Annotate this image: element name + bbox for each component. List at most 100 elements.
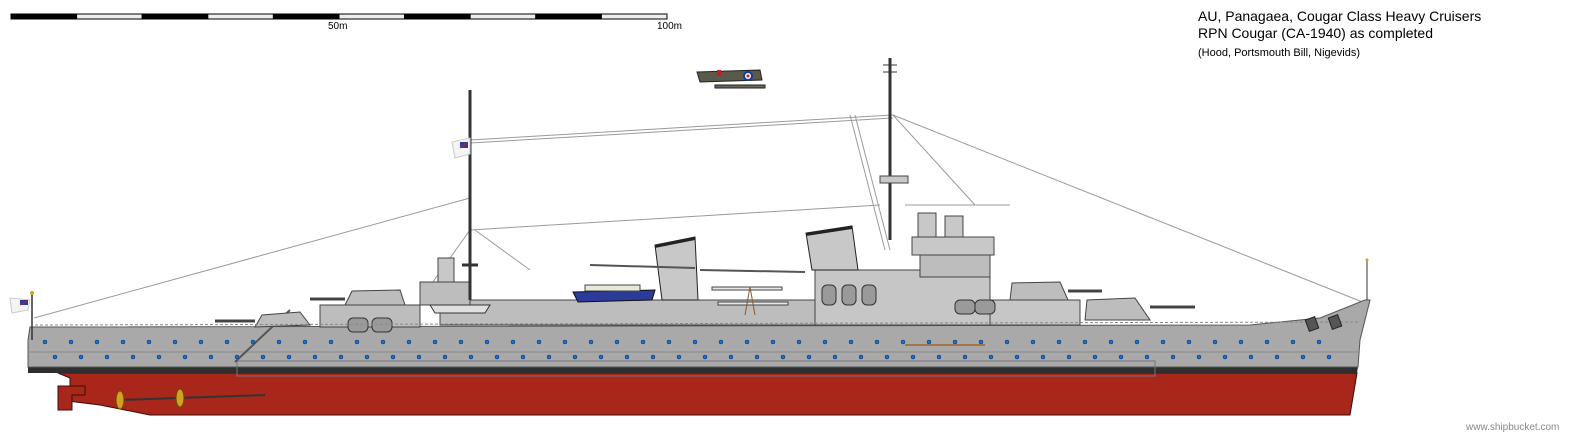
- porthole: [338, 354, 344, 360]
- title-block: AU, Panagaea, Cougar Class Heavy Cruiser…: [1198, 8, 1481, 60]
- porthole: [650, 354, 656, 360]
- porthole: [1108, 339, 1114, 345]
- porthole: [406, 339, 412, 345]
- porthole: [978, 339, 984, 345]
- porthole: [286, 354, 292, 360]
- porthole: [416, 354, 422, 360]
- bridge-lower: [919, 254, 991, 278]
- porthole: [1030, 339, 1036, 345]
- porthole: [1040, 354, 1046, 360]
- porthole: [848, 339, 854, 345]
- porthole: [832, 354, 838, 360]
- forecastle-deck-house: [989, 299, 1081, 326]
- scale-segment: [404, 13, 471, 20]
- porthole: [390, 354, 396, 360]
- porthole: [952, 339, 958, 345]
- porthole: [510, 339, 516, 345]
- porthole: [1274, 354, 1280, 360]
- porthole: [520, 354, 526, 360]
- seaplane-on-catapult: [711, 286, 789, 316]
- porthole: [1196, 354, 1202, 360]
- porthole: [754, 354, 760, 360]
- porthole: [1316, 339, 1322, 345]
- crane-fwd: [699, 269, 806, 273]
- fore-stay: [892, 114, 1366, 304]
- porthole: [52, 354, 58, 360]
- porthole: [1264, 339, 1270, 345]
- porthole: [676, 354, 682, 360]
- porthole: [588, 339, 594, 345]
- deck-house-fwd: [814, 269, 991, 326]
- turret-a: [1084, 297, 1151, 321]
- porthole: [1326, 354, 1332, 360]
- watermark: www.shipbucket.com: [1466, 422, 1560, 433]
- porthole: [718, 339, 724, 345]
- porthole: [1118, 354, 1124, 360]
- turret-x: [254, 311, 311, 328]
- floats-4: [974, 299, 996, 315]
- porthole: [130, 354, 136, 360]
- porthole: [562, 339, 568, 345]
- porthole: [900, 339, 906, 345]
- porthole: [468, 354, 474, 360]
- porthole: [458, 339, 464, 345]
- mainmast-ensign: [451, 137, 471, 159]
- porthole: [1186, 339, 1192, 345]
- porthole: [988, 354, 994, 360]
- porthole: [728, 354, 734, 360]
- porthole: [546, 354, 552, 360]
- rigging: [33, 114, 1366, 319]
- porthole: [1290, 339, 1296, 345]
- armour-belt: [236, 360, 1156, 377]
- porthole: [312, 354, 318, 360]
- scale-segment: [600, 13, 668, 20]
- porthole: [926, 339, 932, 345]
- porthole: [224, 339, 230, 345]
- scale-segment: [469, 13, 537, 20]
- scale-bar: [10, 13, 668, 20]
- porthole: [494, 354, 500, 360]
- porthole: [234, 354, 240, 360]
- director-tower: [917, 212, 937, 238]
- scale-segment: [76, 13, 143, 20]
- ship-name-subtitle: RPN Cougar (CA-1940) as completed: [1198, 25, 1433, 41]
- anchors: [1304, 314, 1343, 332]
- porthole: [614, 339, 620, 345]
- turret-y: [344, 289, 406, 306]
- porthole: [702, 354, 708, 360]
- porthole: [78, 354, 84, 360]
- scale-label-50m: 50m: [328, 21, 348, 32]
- porthole: [354, 339, 360, 345]
- porthole: [42, 339, 48, 345]
- porthole: [822, 339, 828, 345]
- porthole: [1160, 339, 1166, 345]
- bridge-upper: [911, 236, 995, 256]
- porthole: [302, 339, 308, 345]
- aft-control: [419, 281, 471, 306]
- stern-ensign: [9, 291, 34, 340]
- porthole: [1092, 354, 1098, 360]
- aft-stay: [33, 197, 471, 319]
- porthole: [364, 354, 370, 360]
- porthole: [572, 354, 578, 360]
- porthole: [182, 354, 188, 360]
- porthole: [198, 339, 204, 345]
- foremast-top: [879, 175, 909, 184]
- porthole: [276, 339, 282, 345]
- turret-b: [1009, 281, 1069, 301]
- scale-segment: [141, 13, 209, 20]
- motor-boat: [572, 289, 656, 303]
- scale-label-100m: 100m: [657, 21, 683, 32]
- porthole: [874, 339, 880, 345]
- porthole: [1212, 339, 1218, 345]
- porthole: [780, 354, 786, 360]
- porthole: [432, 339, 438, 345]
- porthole: [1248, 354, 1254, 360]
- aft-director: [437, 257, 455, 283]
- scale-segment: [272, 13, 340, 20]
- porthole: [146, 339, 152, 345]
- seaplane-in-flight: [696, 69, 766, 89]
- hull-lower-red: [57, 372, 1358, 416]
- porthole: [94, 339, 100, 345]
